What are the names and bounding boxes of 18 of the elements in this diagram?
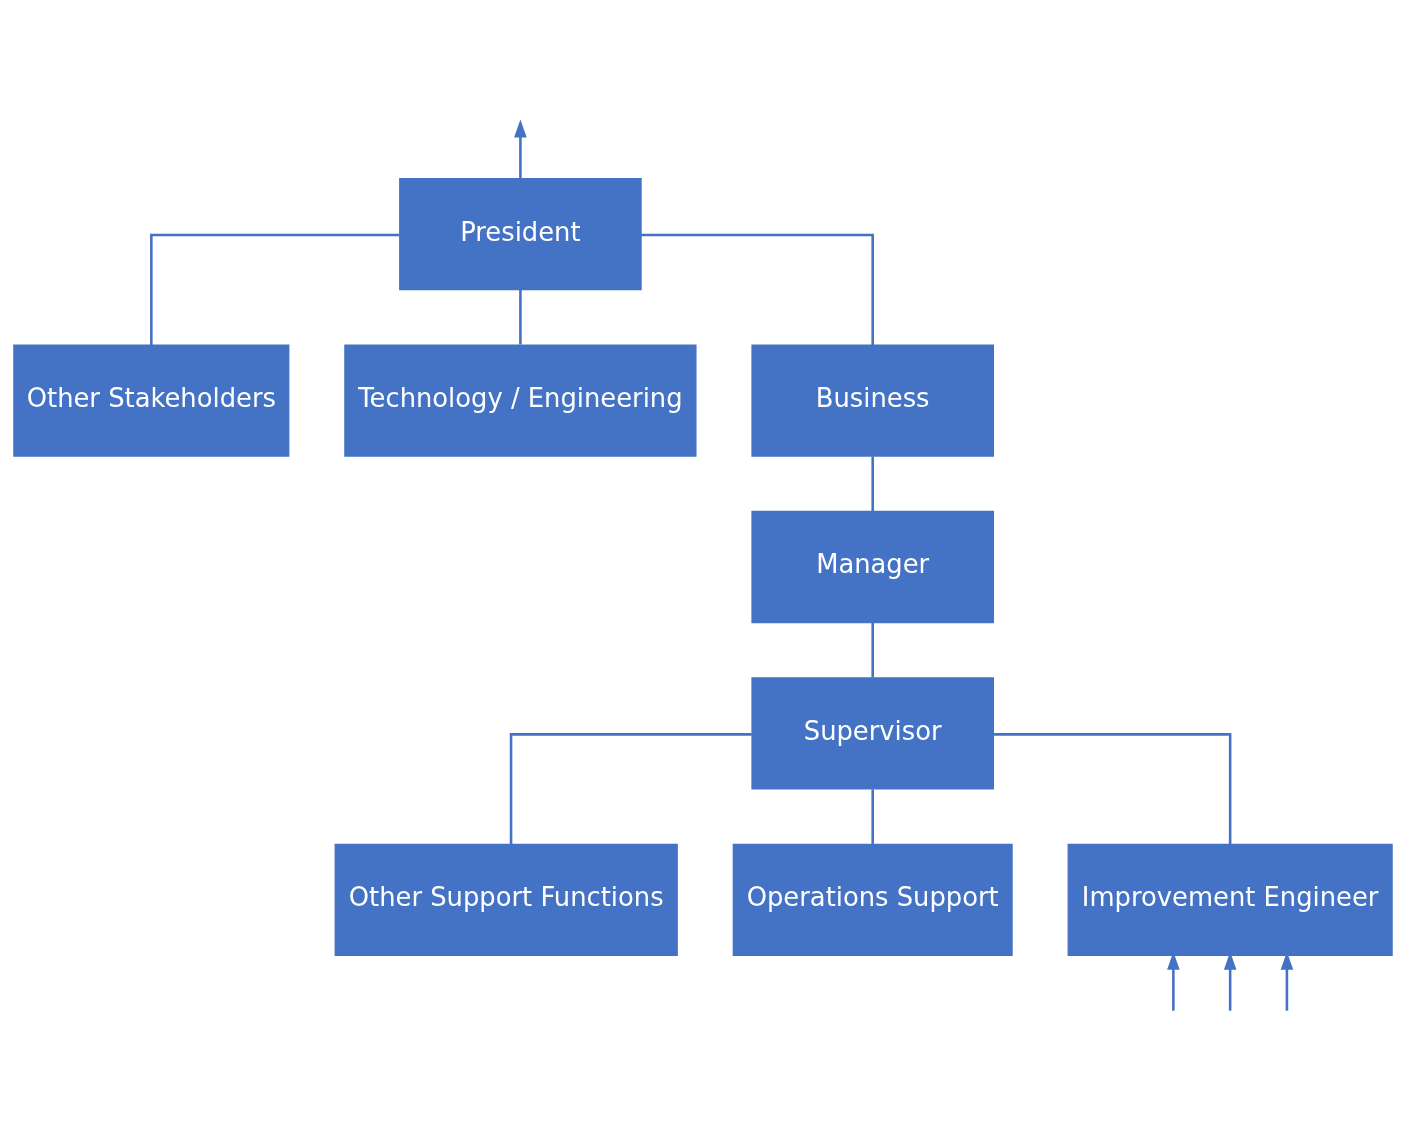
node-box: Manager (751, 510, 994, 623)
arrow (514, 118, 527, 179)
node-box: Supervisor (751, 676, 994, 790)
connector (150, 233, 400, 345)
connector (871, 622, 874, 677)
node-box: Business (751, 343, 994, 457)
connector (641, 233, 874, 345)
connector (993, 732, 1232, 844)
connector (871, 455, 874, 511)
node-box: Technology / Engineering (344, 343, 697, 457)
connector (871, 788, 874, 844)
node-box: Other Stakeholders (13, 343, 290, 457)
node-box: President (399, 177, 642, 290)
connector (519, 289, 522, 344)
node-box: Other Support Functions (334, 843, 678, 956)
connector (509, 732, 752, 844)
node-box: Improvement Engineer (1067, 843, 1393, 956)
node-box: Operations Support (732, 843, 1013, 956)
